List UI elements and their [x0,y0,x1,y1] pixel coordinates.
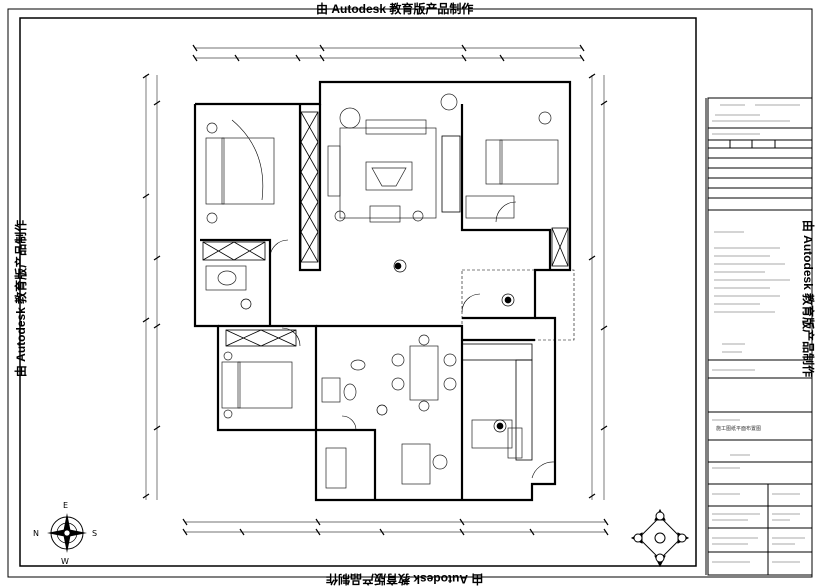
balcony-outline [461,269,575,341]
furniture [205,93,559,489]
walls [193,80,572,502]
cabinets [202,111,569,461]
outer-border [7,8,813,578]
compass-label-west: W [61,557,69,566]
view-orientation-icon [630,508,690,568]
person-figures [240,259,515,433]
compass-label-north: N [33,529,39,538]
door-swings [231,119,555,479]
north-arrow-icon [47,513,87,553]
title-block: 施工图纸平面布置图 [705,97,813,576]
dimension-lines [145,47,606,533]
dimension-ticks [142,44,609,536]
inner-border [19,17,697,567]
title-block-project: 施工图纸平面布置图 [716,425,761,432]
compass-label-east: E [63,501,68,510]
compass-label-south: S [92,529,97,538]
